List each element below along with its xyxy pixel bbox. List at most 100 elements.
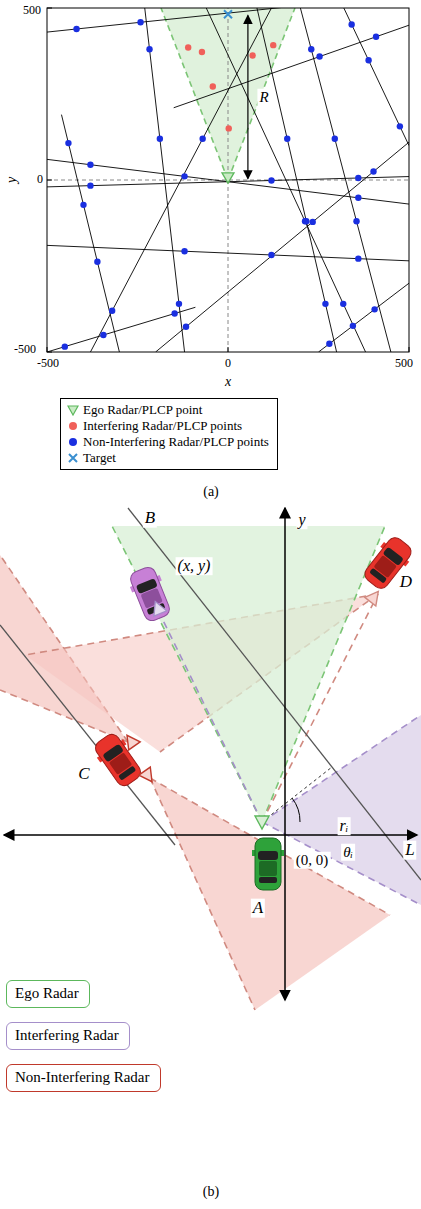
non-interfering-point xyxy=(94,259,100,265)
label: 500 xyxy=(393,357,415,370)
non-interfering-point xyxy=(100,332,106,338)
plot-frame xyxy=(47,8,409,352)
label: x xyxy=(223,374,233,389)
car-rear-window xyxy=(369,568,387,584)
non-interfering-point xyxy=(353,218,359,224)
random-line xyxy=(47,307,195,352)
random-line xyxy=(61,115,119,352)
line-l xyxy=(128,508,421,880)
non-interfering-point xyxy=(308,46,314,52)
legend-text: Ego Radar/PLCP point xyxy=(83,402,202,418)
random-line xyxy=(156,142,409,352)
legend-box: Non-Interfering Radar xyxy=(6,1064,161,1092)
non-interfering-point xyxy=(268,177,274,183)
car-rear-window xyxy=(259,877,277,883)
scene xyxy=(0,508,421,1010)
label: A xyxy=(251,899,265,918)
interfering-point xyxy=(199,49,205,55)
car xyxy=(359,533,416,594)
label: -500 xyxy=(35,357,61,370)
car-roof xyxy=(259,861,277,876)
legend-row: Interfering Radar/PLCP points xyxy=(67,418,269,434)
random-line xyxy=(319,283,410,352)
label: D xyxy=(398,573,414,592)
non-interfering-point xyxy=(355,195,361,201)
ego-cone xyxy=(112,526,385,822)
range-arrow xyxy=(247,16,248,179)
tick xyxy=(228,347,229,352)
non-interfering-point xyxy=(322,301,328,307)
legend-row: Non-Interfering Radar/PLCP points xyxy=(67,434,269,450)
plot-area xyxy=(47,8,409,352)
tick xyxy=(47,347,48,352)
legend-sample xyxy=(68,406,78,415)
label: θᵢ xyxy=(341,844,355,861)
non-interfering-point xyxy=(268,252,274,258)
random-line xyxy=(300,8,391,352)
target-marker xyxy=(224,10,232,18)
car-rear-window xyxy=(118,765,136,780)
radar-marker xyxy=(139,767,158,786)
random-line xyxy=(174,25,409,108)
non-interfering-point xyxy=(181,173,187,179)
non-interfering-point xyxy=(373,34,379,40)
legend-box: Ego Radar/PLCP pointInterfering Radar/PL… xyxy=(60,398,278,470)
random-line xyxy=(90,8,271,352)
non-interfering-point xyxy=(146,46,152,52)
random-line xyxy=(47,8,293,32)
legend-text: Target xyxy=(83,450,116,466)
radar-marker xyxy=(149,599,167,616)
sight-line xyxy=(262,594,378,822)
non-interfering-point xyxy=(62,343,68,349)
non-interfering-point xyxy=(183,324,189,330)
legend-sample xyxy=(69,454,77,462)
radar-marker xyxy=(121,731,140,750)
label: (a) xyxy=(201,484,221,499)
interfering-point xyxy=(270,42,276,48)
label: 0 xyxy=(35,173,45,186)
scatter-plot xyxy=(47,6,409,352)
y-axis xyxy=(284,508,286,1000)
label: y xyxy=(296,511,307,529)
normal-line xyxy=(262,767,332,822)
radar-marker xyxy=(255,816,269,829)
label: 0 xyxy=(223,357,233,370)
legend-box: Ego Radar xyxy=(6,980,90,1008)
random-line xyxy=(47,159,409,204)
non-interfering-point xyxy=(332,136,338,142)
car-body xyxy=(255,838,281,890)
radar-marker xyxy=(222,173,234,183)
non-interfering-point xyxy=(350,323,356,329)
legend-sample xyxy=(69,438,77,446)
legend-sample xyxy=(69,422,77,430)
cone-edge xyxy=(228,8,295,180)
non-interfering-point xyxy=(365,57,371,63)
non-interfering-point xyxy=(355,255,361,261)
cone-edge xyxy=(150,778,255,1010)
angle-arc xyxy=(292,798,300,822)
car-windshield xyxy=(258,851,278,860)
random-line xyxy=(145,8,185,352)
box-text: Interfering Radar xyxy=(15,1026,119,1044)
label: rᵢ xyxy=(338,817,351,835)
label: B xyxy=(143,509,157,528)
non-interfering-point xyxy=(181,248,187,254)
x-axis xyxy=(4,834,417,836)
car xyxy=(252,838,284,890)
line-c xyxy=(0,625,175,845)
car-body xyxy=(92,731,143,789)
legend-box: Interfering Radar xyxy=(6,1022,130,1050)
non-interfering-point xyxy=(65,140,71,146)
non-interfering-point xyxy=(157,136,163,142)
legend-symbol xyxy=(67,452,79,464)
non-interfering-point xyxy=(137,19,143,25)
non-interfering-point xyxy=(370,168,376,174)
legend-text: Non-Interfering Radar/PLCP points xyxy=(83,434,269,450)
legend-symbol xyxy=(67,436,79,448)
legend-symbol xyxy=(67,404,79,416)
car-body xyxy=(362,535,415,592)
label: R xyxy=(257,89,270,106)
random-line xyxy=(257,8,337,352)
non-interfering-point xyxy=(171,310,177,316)
